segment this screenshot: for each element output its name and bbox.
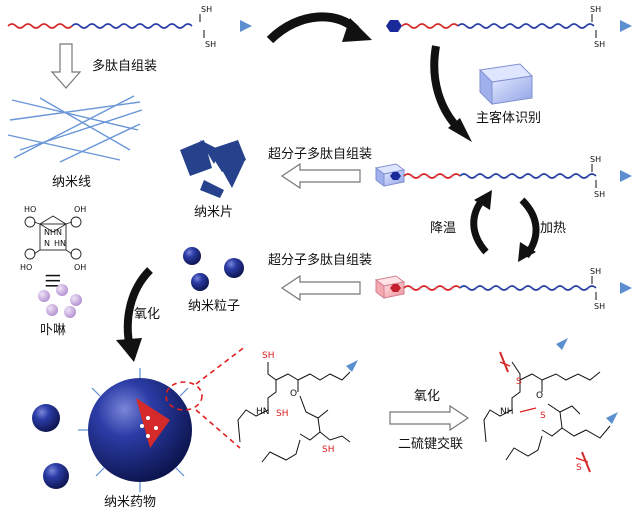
zoom-callout [165, 345, 247, 449]
nanosheet-illustration [180, 140, 246, 198]
sh-label: SH [594, 190, 605, 199]
oxidation-label-left: 氧化 [134, 307, 160, 322]
arrow-down-self-assembly [50, 43, 82, 89]
supra-assembly-label-2: 超分子多肽自组装 [268, 252, 372, 268]
chem-o-label: O [290, 389, 297, 399]
peptide-chain-top-left [7, 14, 252, 38]
disulfide-crosslink-label: 二硫键交联 [398, 436, 463, 452]
chem-nh-label: NH [500, 407, 514, 417]
sh-label: SH [590, 267, 601, 276]
sh-label: SH [201, 5, 212, 14]
porphyrin-ho-label: HO [24, 205, 36, 214]
nanowire-label: 纳米线 [52, 175, 91, 190]
supra-assembly-label-1: 超分子多肽自组装 [268, 146, 372, 162]
curved-arrow-oxidation [116, 267, 153, 362]
oxidation-label-right: 氧化 [414, 389, 440, 404]
heating-label: 加热 [540, 221, 566, 236]
arrow-left-supra-2 [280, 274, 361, 302]
host-guest-label: 主客体识别 [476, 110, 541, 126]
porphyrin-oh-label: OH [74, 263, 86, 272]
nanowire-illustration [7, 95, 143, 163]
porphyrin-oh-label: OH [74, 205, 86, 214]
peptide-chain-host-complex-pink [374, 275, 632, 300]
curved-arrow-host-guest [430, 45, 472, 142]
sh-label: SH [590, 155, 601, 164]
arrow-left-supra-1 [280, 162, 361, 190]
chem-o-label: O [536, 391, 543, 401]
host-macrocycle-icon [478, 63, 534, 106]
sh-label: SH [590, 5, 601, 14]
peptide-chain-host-complex-blue [374, 163, 632, 188]
cooling-label: 降温 [430, 221, 456, 236]
porphyrin-nh-label: NH [44, 228, 56, 237]
sh-label: SH [594, 302, 605, 311]
self-assembly-label: 多肽自组装 [92, 58, 157, 74]
porphyrin-n-label: N [44, 239, 50, 248]
arrow-right-oxidation [389, 404, 470, 432]
thiol-peptide-structure [237, 362, 351, 463]
sh-label-red: SH [322, 445, 334, 455]
chain-arrow-tip [606, 412, 618, 424]
chem-s-label-red: S [576, 463, 582, 473]
nanodrug-sphere [78, 368, 192, 492]
chem-s-label-red: S [540, 411, 546, 421]
reversible-arrows [470, 190, 540, 262]
chem-s-label-red: S [516, 377, 522, 387]
nanosheet-label: 纳米片 [194, 205, 233, 220]
porphyrin-structure [24, 215, 82, 260]
disulfide-peptide-structure [483, 361, 611, 461]
sh-label: SH [594, 40, 605, 49]
porphyrin-n-label: N [56, 228, 62, 237]
peptide-chain-with-guest [386, 14, 632, 38]
nanodrug-label: 纳米药物 [104, 495, 156, 510]
chain-arrow-tip [556, 338, 568, 350]
small-nanoparticles [32, 404, 69, 489]
curved-arrow-top [266, 12, 372, 44]
nanoparticle-label: 纳米粒子 [188, 299, 240, 314]
sh-label: SH [205, 40, 216, 49]
chain-arrow-tip [346, 360, 358, 372]
nanoparticle-cluster [183, 247, 244, 291]
porphyrin-balls [38, 284, 82, 318]
porphyrin-hn-label: HN [54, 239, 66, 248]
porphyrin-label: 卟啉 [40, 323, 66, 338]
crosslink-marks [499, 351, 591, 473]
identity-sign: ||| [45, 273, 61, 288]
chem-hn-label: HN [256, 407, 270, 417]
porphyrin-ho-label: HO [20, 263, 32, 272]
sh-label-red: SH [262, 351, 274, 361]
sh-label-red: SH [276, 409, 288, 419]
